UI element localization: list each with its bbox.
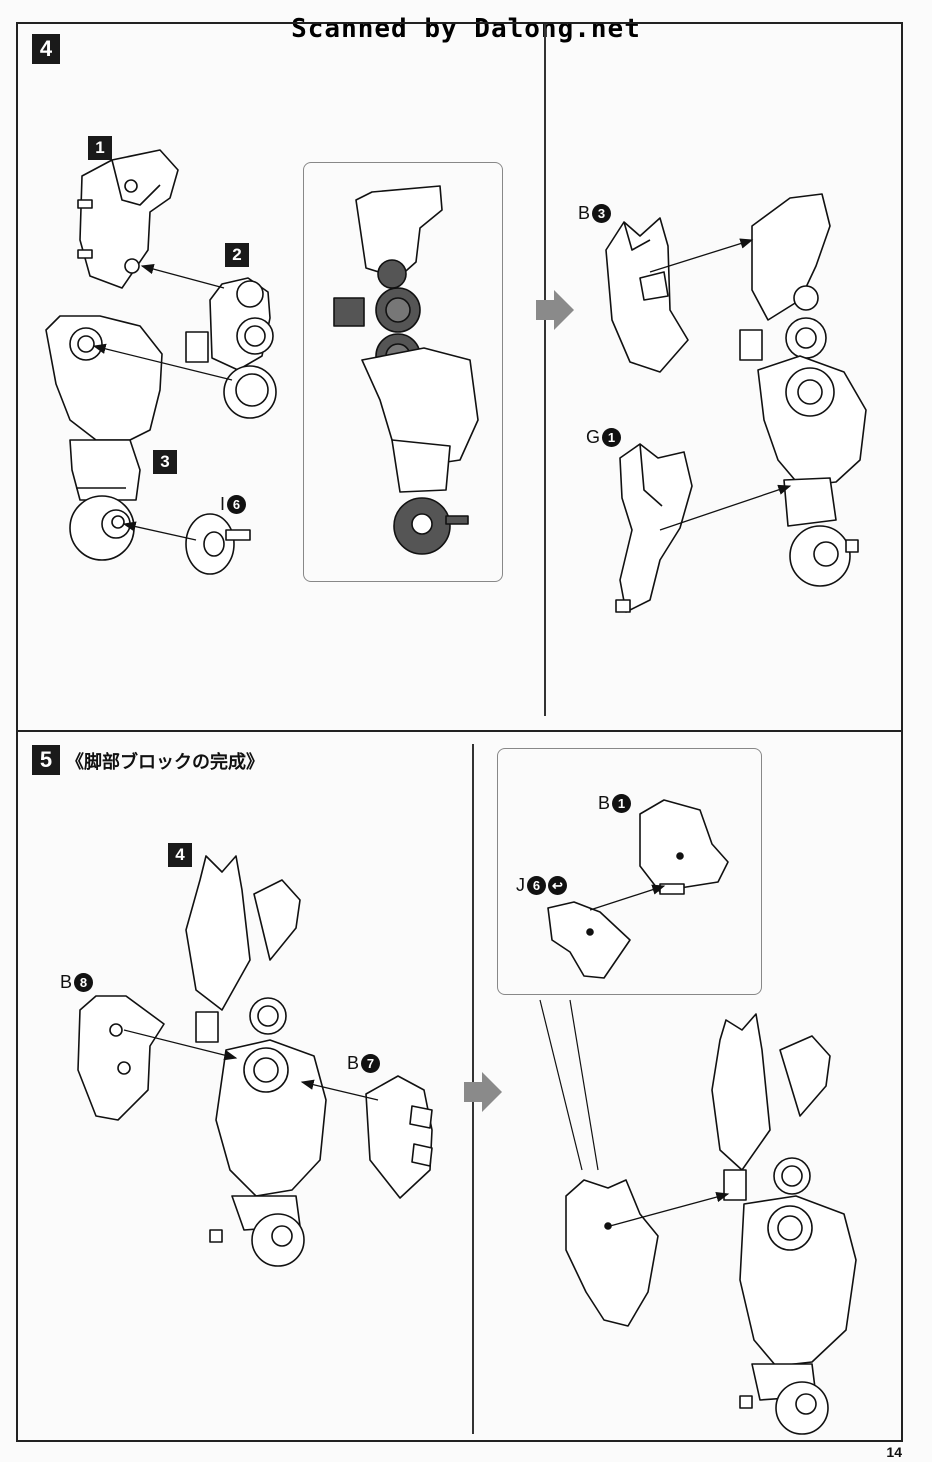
step4-number: 4 — [32, 34, 60, 64]
step5-number: 5 — [32, 745, 60, 775]
runner-number: 7 — [361, 1054, 381, 1073]
part-b7-side-armor — [365, 1075, 433, 1199]
runner-number: 6 — [527, 876, 546, 895]
part-j6-armor — [547, 901, 631, 979]
runner-letter: J — [516, 875, 525, 895]
part-b3-knee-armor — [605, 217, 689, 373]
step5-detail-inset — [497, 748, 762, 995]
inset-preview-assembled-leg — [333, 185, 479, 555]
step5-result-leg — [711, 1013, 857, 1435]
runner-number: 6 — [227, 495, 247, 514]
runner-label-b8: B 8 — [60, 972, 94, 993]
step5-panel — [16, 730, 903, 1442]
runner-label-j6: J 6 ↩ — [516, 875, 567, 896]
runner-letter: B — [598, 793, 611, 813]
part-1-upper-leg-shell — [77, 149, 179, 289]
runner-number: 8 — [74, 973, 94, 992]
part-label-2: 2 — [225, 243, 249, 267]
step4-result-leg — [739, 193, 867, 587]
step5-result-armor-piece — [565, 1179, 659, 1327]
sub-assembly-label-4: 4 — [168, 843, 192, 867]
runner-number: 1 — [612, 794, 632, 813]
part-b1-armor — [639, 799, 729, 895]
part-i6-disc — [185, 513, 251, 575]
runner-letter: G — [586, 427, 601, 447]
runner-number: 3 — [592, 204, 612, 223]
part-label-3: 3 — [153, 450, 177, 474]
part-g1-shin-armor — [615, 443, 693, 613]
cut-gate-icon: ↩ — [548, 876, 567, 895]
part-label-1: 1 — [88, 136, 112, 160]
runner-label-i6: I 6 — [220, 494, 247, 515]
runner-label-b7: B 7 — [347, 1053, 381, 1074]
runner-label-g1: G 1 — [586, 427, 622, 448]
page-number: 14 — [886, 1444, 902, 1460]
runner-letter: I — [220, 494, 226, 514]
part-b8-side-armor — [77, 995, 165, 1121]
runner-label-b3: B 3 — [578, 203, 612, 224]
step5-leg-assembly — [185, 855, 327, 1267]
step5-title: 《脚部ブロックの完成》 — [66, 752, 264, 773]
scanner-watermark: Scanned by Dalong.net — [291, 14, 641, 44]
runner-letter: B — [578, 203, 591, 223]
step4-divider — [544, 24, 546, 716]
step4-flow-arrow-icon — [536, 290, 574, 330]
part-2-knee-joint — [185, 277, 277, 419]
runner-letter: B — [60, 972, 73, 992]
runner-label-b1: B 1 — [598, 793, 632, 814]
runner-number: 1 — [602, 428, 622, 447]
step4-preview-inset — [303, 162, 503, 582]
part-3-lower-leg — [45, 315, 163, 561]
runner-letter: B — [347, 1053, 360, 1073]
step5-flow-arrow-icon — [464, 1072, 502, 1112]
